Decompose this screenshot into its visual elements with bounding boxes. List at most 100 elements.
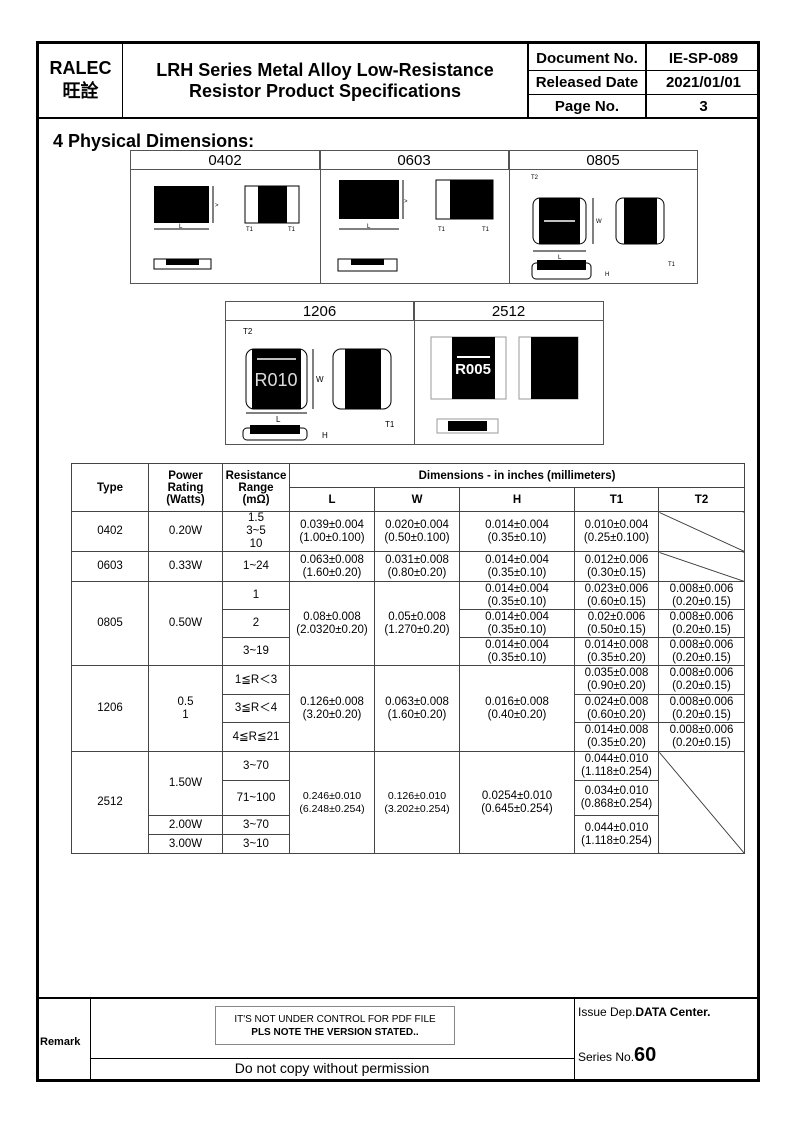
cell-T1: 0.023±0.006 (0.60±0.15) (574, 581, 659, 610)
cell-res: 3~70 (222, 815, 290, 835)
cell-W: 0.020±0.004 (0.50±0.100) (374, 511, 460, 552)
svg-text:H: H (605, 272, 609, 278)
cell-H: 0.014±0.004 (0.35±0.10) (459, 637, 575, 666)
page-label: Page No. (554, 97, 620, 115)
page-frame (36, 41, 760, 1082)
cell-type: 0402 (71, 511, 149, 552)
table-row: 2512 1.50W 3~70 0.246±0.010 (6.248±0.254… (71, 751, 746, 854)
document-title: LRH Series Metal Alloy Low-Resistance Re… (123, 44, 527, 117)
svg-text:T1: T1 (288, 227, 296, 233)
cell-L: 0.126±0.008 (3.20±0.20) (289, 665, 375, 752)
remark-label: Remark (40, 1036, 81, 1048)
size-label-0402: 0402 (131, 151, 320, 170)
cell-power: 3.00W (148, 834, 223, 854)
series-no: Series No.60 (578, 1044, 656, 1067)
svg-text:T1: T1 (438, 227, 446, 233)
dim-W: > (215, 203, 219, 209)
doc-no-label: Document No. (536, 50, 638, 67)
header-L: L (289, 487, 375, 512)
header-row-line (527, 94, 760, 95)
cell-res: 3~10 (222, 834, 290, 854)
cell-T1: 0.012±0.006 (0.30±0.15) (574, 551, 659, 582)
marking-2512: R005 (455, 361, 491, 378)
cell-type: 1206 (71, 665, 149, 752)
cell-T1: 0.024±0.008 (0.60±0.20) (574, 694, 659, 723)
cell-L: 0.246±0.010 (6.248±0.254) (289, 751, 375, 854)
cell-T1: 0.02±0.006 (0.50±0.15) (574, 609, 659, 638)
header-W: W (374, 487, 460, 512)
cell-res: 1.5 3~5 10 (222, 511, 290, 552)
svg-text:T1: T1 (668, 262, 676, 268)
notice-line1: IT'S NOT UNDER CONTROL FOR PDF FILE (234, 1014, 436, 1025)
title-line1: LRH Series Metal Alloy Low-Resistance (156, 59, 494, 80)
dimensions-table: Type Power Rating (Watts) Resistance Ran… (71, 463, 746, 854)
cell-T1: 0.014±0.008 (0.35±0.20) (574, 722, 659, 752)
cell-T2: 0.008±0.006 (0.20±0.15) (657, 581, 746, 610)
dim-label-T1: T1 (385, 420, 395, 429)
footer-divider-v2 (574, 997, 575, 1082)
footer-divider (36, 997, 760, 999)
header-H: H (459, 487, 575, 512)
page-value: 3 (699, 97, 708, 115)
cell-T1: 0.034±0.010 (0.868±0.254) (574, 780, 659, 816)
cell-L: 0.08±0.008 (2.0320±0.20) (289, 581, 375, 666)
dim-label-H: H (322, 431, 328, 440)
issue-value: DATA Center. (635, 1005, 711, 1019)
cell-power: 0.33W (148, 551, 223, 582)
cell-T2: 0.008±0.006 (0.20±0.15) (657, 722, 746, 752)
company-logo: RALEC 旺詮 (39, 50, 122, 110)
dim-label-W: W (316, 375, 324, 384)
cell-T1: 0.044±0.010 (1.118±0.254) (574, 751, 659, 781)
doc-no-value: IE-SP-089 (668, 50, 739, 67)
cell-H: 0.014±0.004 (0.35±0.10) (459, 609, 575, 638)
drawing-panel-bottom: 1206 2512 T2 R010 W L T1 H R005 (225, 301, 604, 445)
cell-type: 0603 (71, 551, 149, 582)
size-label-2512: 2512 (414, 302, 603, 321)
size-label-0603: 0603 (320, 151, 509, 170)
cell-res: 1≦R＜3 (222, 665, 290, 695)
cell-res: 3~70 (222, 751, 290, 781)
cell-res: 1 (222, 581, 290, 610)
cell-res: 71~100 (222, 780, 290, 816)
table-row: 2 0.014±0.004 (0.35±0.10) 0.02±0.006 (0.… (72, 609, 746, 638)
panel-divider (414, 302, 415, 444)
cell-power: 2.00W (148, 815, 223, 835)
released-label: Released Date (535, 74, 639, 91)
table-row: 71~100 0.034±0.010 (0.868±0.254) (72, 780, 745, 816)
cell-res: 2 (222, 609, 290, 638)
cell-T1: 0.014±0.008 (0.35±0.20) (574, 637, 659, 666)
header-T2: T2 (657, 487, 746, 512)
table-row: 0603 0.33W 1~24 0.063±0.008 (1.60±0.20) … (71, 551, 746, 582)
cell-type: 0805 (71, 581, 149, 666)
cell-res: 3≦R＜4 (222, 694, 290, 723)
header-T1: T1 (574, 487, 659, 512)
footer-divider-v1 (90, 997, 91, 1082)
cell-power: 0.5 1 (148, 665, 223, 752)
table-row: 4≦R≦21 0.014±0.008 (0.35±0.20) 0.008±0.0… (72, 722, 746, 752)
cell-L: 0.063±0.008 (1.60±0.20) (289, 551, 375, 582)
cell-T2: 0.008±0.006 (0.20±0.15) (657, 637, 746, 666)
table-row: 0402 0.20W 1.5 3~5 10 0.039±0.004 (1.00±… (71, 511, 746, 552)
cell-H: 0.014±0.004 (0.35±0.10) (459, 551, 575, 582)
cell-res: 3~19 (222, 637, 290, 666)
header-resistance: Resistance Range (mΩ) (222, 463, 290, 512)
svg-text:L: L (367, 224, 371, 230)
cell-H: 0.0254±0.010 (0.645±0.254) (459, 751, 575, 854)
cell-W: 0.031±0.008 (0.80±0.20) (374, 551, 460, 582)
cell-power: 1.50W (148, 751, 223, 816)
cell-W: 0.063±0.008 (1.60±0.20) (374, 665, 460, 752)
header-divider (36, 117, 760, 119)
header-type: Type (71, 463, 149, 512)
cell-T2: 0.008±0.006 (0.20±0.15) (657, 665, 746, 695)
svg-text:T1: T1 (246, 227, 254, 233)
cell-T2-empty (657, 751, 746, 854)
dim-label-T2: T2 (243, 327, 253, 336)
header-divider-v1 (122, 41, 123, 118)
cell-T2-empty (657, 551, 746, 582)
cell-T2-empty (657, 511, 746, 552)
svg-text:W: W (596, 219, 602, 225)
issue-dep: Issue Dep.DATA Center. (578, 1005, 711, 1019)
panel-divider (320, 151, 321, 283)
